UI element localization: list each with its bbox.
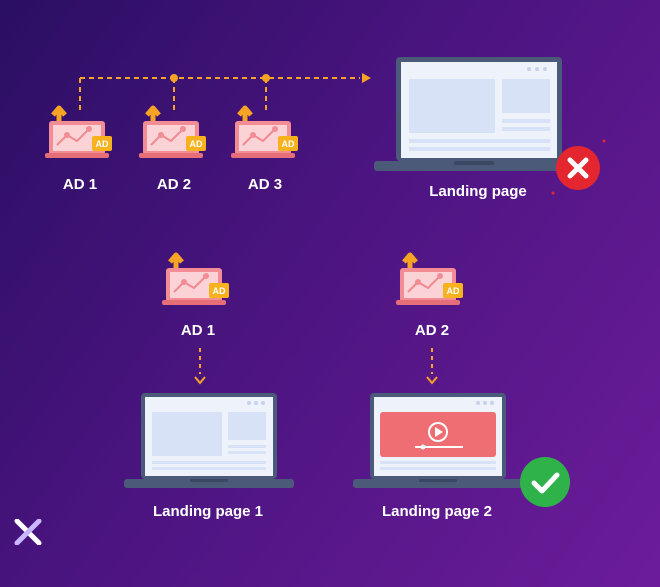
top-landing-label: Landing page xyxy=(429,183,527,200)
laptop-icon xyxy=(374,57,564,171)
ad-chart-icon: AD xyxy=(162,252,229,305)
ad-chart-icon: AD xyxy=(45,105,112,158)
landing-page-2-label: Landing page 2 xyxy=(381,503,493,520)
bottom-ad-label-1: AD 1 xyxy=(180,322,216,339)
brand-logo-icon xyxy=(14,519,42,545)
ad-chart-icon: AD xyxy=(396,252,463,305)
x-circle-icon xyxy=(556,146,600,190)
check-circle-icon xyxy=(520,457,570,507)
ad-chart-icon: AD xyxy=(139,105,206,158)
laptop-icon xyxy=(353,393,523,488)
svg-text:AD: AD xyxy=(213,286,226,296)
svg-text:AD: AD xyxy=(447,286,460,296)
ad-chart-icon: AD xyxy=(231,105,298,158)
top-ad-label-1: AD 1 xyxy=(62,176,98,193)
svg-text:AD: AD xyxy=(282,139,295,149)
bottom-ad-label-2: AD 2 xyxy=(414,322,450,339)
svg-text:AD: AD xyxy=(190,139,203,149)
top-ad-label-3: AD 3 xyxy=(247,176,283,193)
laptop-icon xyxy=(124,393,294,488)
svg-text:AD: AD xyxy=(96,139,109,149)
landing-page-1-label: Landing page 1 xyxy=(152,503,264,520)
top-ad-label-2: AD 2 xyxy=(156,176,192,193)
